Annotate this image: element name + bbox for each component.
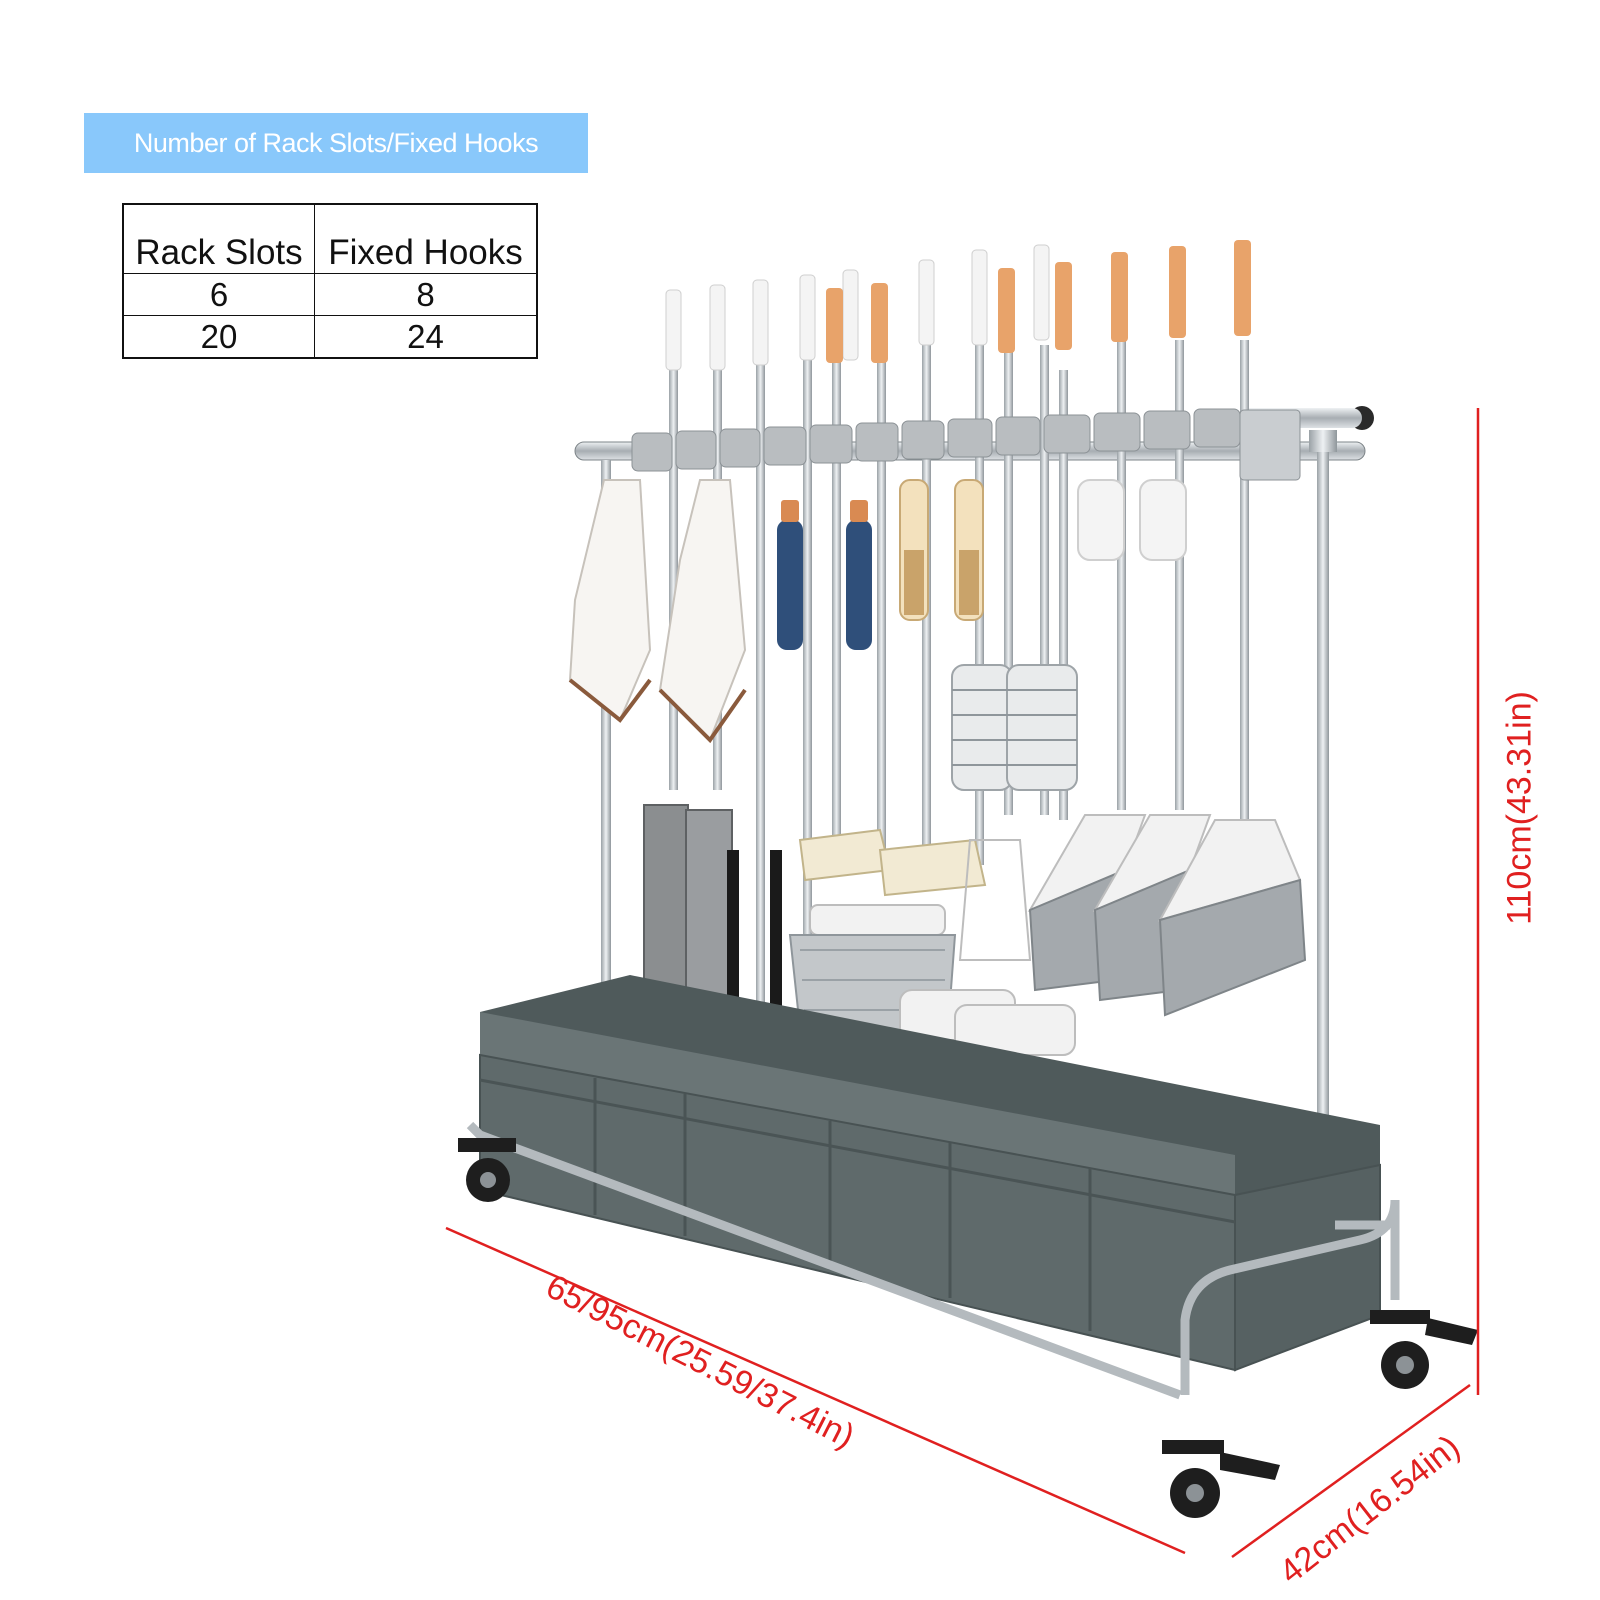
bottle-brushes bbox=[951, 664, 1078, 791]
roller-mops bbox=[899, 839, 1076, 1056]
deck-brushes bbox=[798, 828, 987, 897]
height-dimension-label: 110cm(43.31in) bbox=[1500, 691, 1539, 925]
table-row: 20 24 bbox=[122, 315, 538, 359]
frame-uprights bbox=[601, 430, 1337, 1260]
white-scoops bbox=[1077, 479, 1187, 561]
blue-pouches bbox=[777, 500, 872, 650]
spec-table-header: Rack Slots Fixed Hooks bbox=[122, 203, 538, 274]
storage-tray bbox=[479, 975, 1381, 1372]
table-row: 6 8 bbox=[122, 273, 538, 316]
spec-table: Rack Slots Fixed Hooks 6 8 20 24 bbox=[122, 203, 538, 359]
brooms bbox=[1027, 814, 1307, 1017]
hanging-towels bbox=[568, 479, 747, 744]
hand-brushes bbox=[899, 479, 984, 621]
cell-fixed-hooks: 8 bbox=[314, 273, 538, 316]
header-fixed-hooks: Fixed Hooks bbox=[314, 203, 538, 274]
rack-slot-clips bbox=[631, 408, 1301, 481]
base-frame bbox=[466, 1121, 1400, 1400]
title-banner: Number of Rack Slots/Fixed Hooks bbox=[84, 113, 588, 173]
header-rack-slots: Rack Slots bbox=[122, 203, 316, 274]
dimension-lines bbox=[445, 408, 1480, 1559]
cell-rack-slots: 6 bbox=[122, 273, 316, 316]
caster-wheels bbox=[458, 1138, 1478, 1518]
cell-rack-slots: 20 bbox=[122, 315, 316, 359]
cell-fixed-hooks: 24 bbox=[314, 315, 538, 359]
